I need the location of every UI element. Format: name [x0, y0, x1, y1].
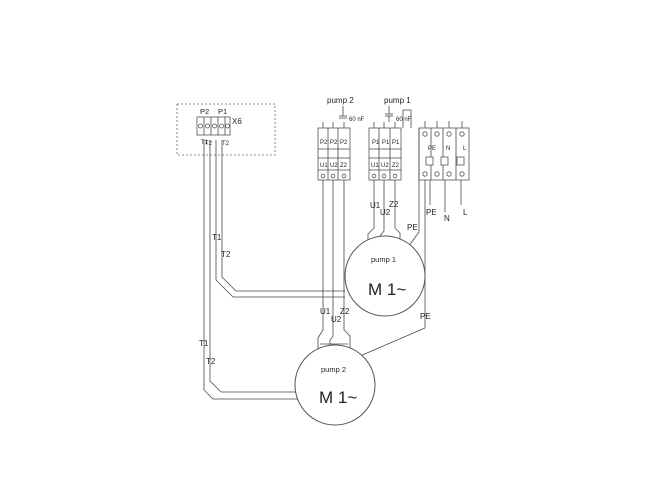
- motor-pump2: pump 2 M 1~: [294, 344, 376, 426]
- pump1-u1-terminal: U1: [371, 163, 379, 169]
- x6-t1-label: T1: [201, 140, 209, 146]
- mains-terminal-block: PE N L PE N L: [418, 121, 470, 223]
- pump2-terminal-2: P2: [330, 140, 338, 146]
- mains-n-label: N: [444, 214, 450, 223]
- pump2-u2-terminal: U2: [330, 163, 338, 169]
- pump1-block-title: pump 1: [384, 96, 411, 105]
- pump1-terminal-3: P1: [392, 140, 400, 146]
- pump1-terminal-1: P1: [372, 140, 380, 146]
- wire-label-pe-lower: PE: [420, 312, 431, 321]
- mains-pe-terminal: PE: [428, 146, 436, 152]
- motor-pump1-circle: [344, 235, 426, 317]
- wire-label-t2-lower: T2: [206, 357, 216, 366]
- motor-pump2-circle: [294, 344, 376, 426]
- mains-l-terminal: L: [463, 146, 467, 152]
- wires-t1-t2: T1 T2 T1 T2: [199, 140, 345, 400]
- pump1-u2-terminal: U2: [381, 163, 389, 169]
- wire-label-t1-upper: T1: [212, 233, 222, 242]
- wire-label-u1-pump2: U1: [320, 307, 331, 316]
- motor-pump1-title: pump 1: [371, 255, 396, 264]
- terminal-block-x6: P2 P1 X6 T1 T2 T2: [176, 103, 276, 156]
- x6-p1-label: P1: [218, 107, 227, 116]
- wire-label-u2-pump1: U2: [380, 208, 391, 217]
- wire-label-z2-pump1: Z2: [389, 200, 399, 209]
- pump1-z2-terminal: Z2: [392, 163, 400, 169]
- wires-pump2: U1 U2 Z2 PE: [317, 180, 431, 357]
- wire-label-pe-upper: PE: [407, 223, 418, 232]
- wire-label-t2-upper: T2: [221, 250, 231, 259]
- wire-label-u2-pump2: U2: [331, 315, 342, 324]
- pump1-relay-block: pump 1 60 nF P1 P1 P1 U1 U2 Z2: [368, 96, 412, 181]
- mains-l-label: L: [463, 208, 468, 217]
- pump2-terminal-1: P2: [320, 140, 328, 146]
- pump2-relay-block: pump 2 60 nF P2 P2 P2 U1 U2 Z2: [317, 96, 365, 181]
- pump1-capacitor-label: 60 nF: [396, 117, 412, 123]
- pump2-u1-terminal: U1: [320, 163, 328, 169]
- wire-label-t1-lower: T1: [199, 339, 209, 348]
- x6-screw-row: [196, 116, 231, 136]
- wire-label-z2-pump2: Z2: [340, 307, 350, 316]
- motor-pump2-title: pump 2: [321, 365, 346, 374]
- mains-pe-label: PE: [426, 208, 437, 217]
- x6-t2-label-left: T2: [205, 141, 213, 147]
- pump2-capacitor-label: 60 nF: [349, 117, 365, 123]
- motor-pump1: pump 1 M 1~: [344, 235, 426, 317]
- motor-pump2-label: M 1~: [319, 388, 357, 407]
- x6-t2-label-right: T2: [222, 141, 230, 147]
- mains-n-terminal: N: [446, 146, 450, 152]
- pump2-block-title: pump 2: [327, 96, 354, 105]
- wire-label-u1-pump1: U1: [370, 201, 381, 210]
- pump2-z2-terminal: Z2: [340, 163, 348, 169]
- x6-p2-label: P2: [200, 107, 209, 116]
- motor-pump1-label: M 1~: [368, 280, 406, 299]
- pump1-terminal-2: P1: [382, 140, 390, 146]
- x6-title: X6: [232, 117, 242, 126]
- pump2-terminal-3: P2: [340, 140, 348, 146]
